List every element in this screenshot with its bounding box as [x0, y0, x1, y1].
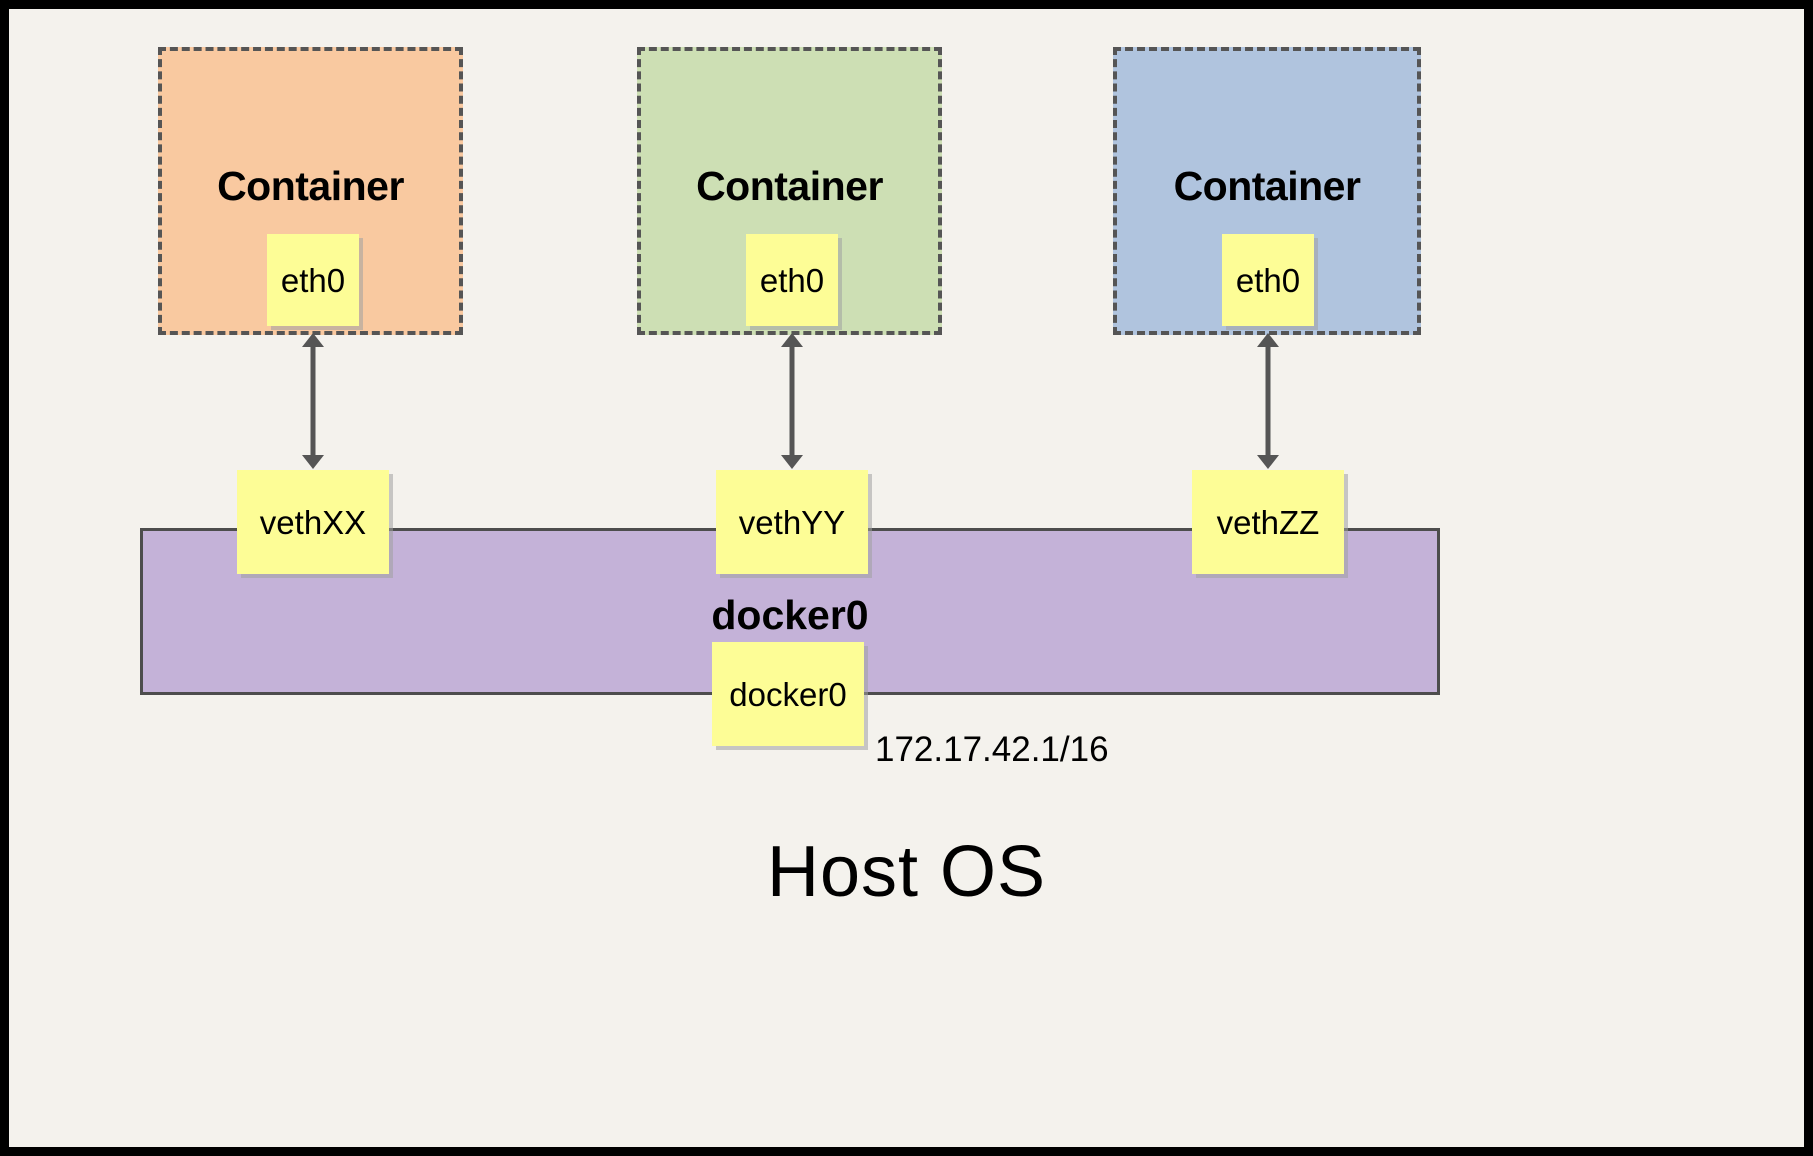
eth0-label-1: eth0: [280, 261, 346, 299]
veth-label-3: vethZZ: [1216, 503, 1320, 541]
host-os-label: Host OS: [766, 832, 1047, 912]
veth-label-2: vethYY: [738, 503, 846, 541]
docker0-interface-box: docker0: [712, 642, 864, 746]
eth0-label-2: eth0: [759, 261, 825, 299]
veth-box-2: vethYY: [716, 470, 868, 574]
eth0-box-3: eth0: [1222, 234, 1314, 326]
eth0-box-2: eth0: [746, 234, 838, 326]
docker0-interface-label: docker0: [729, 675, 847, 713]
eth0-box-1: eth0: [267, 234, 359, 326]
link-arrow-1: [302, 333, 324, 469]
docker0-ip-label: 172.17.42.1/16: [875, 730, 1109, 769]
container-title-3: Container: [1173, 163, 1361, 209]
container-title-2: Container: [696, 163, 883, 209]
link-arrow-3: [1257, 333, 1279, 469]
link-arrow-2: [781, 333, 803, 469]
diagram-stage: Container eth0 Container eth0 Container …: [9, 9, 1804, 1147]
docker0-bridge-label: docker0: [711, 592, 869, 638]
veth-label-1: vethXX: [259, 503, 367, 541]
container-title-1: Container: [217, 163, 404, 209]
veth-box-3: vethZZ: [1192, 470, 1344, 574]
veth-box-1: vethXX: [237, 470, 389, 574]
eth0-label-3: eth0: [1235, 261, 1301, 299]
